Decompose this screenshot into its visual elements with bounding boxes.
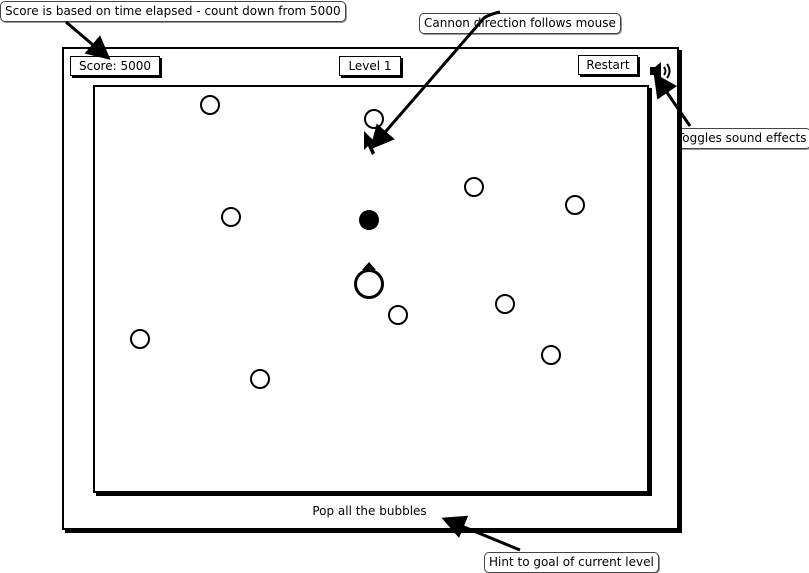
bubble xyxy=(565,195,585,215)
level-display: Level 1 xyxy=(339,56,401,76)
bubble xyxy=(221,207,241,227)
bubble xyxy=(388,305,408,325)
hint-annotation: Hint to goal of current level xyxy=(484,552,659,573)
bubble xyxy=(130,329,150,349)
level-hint: Pop all the bubbles xyxy=(312,504,427,518)
cannon[interactable] xyxy=(354,269,384,299)
bubble xyxy=(200,95,220,115)
speaker-icon[interactable] xyxy=(648,60,674,82)
restart-button[interactable]: Restart xyxy=(578,55,638,75)
bubble xyxy=(464,177,484,197)
score-display: Score: 5000 xyxy=(70,56,160,76)
cannon-annotation: Cannon direction follows mouse xyxy=(419,13,621,34)
cannonball xyxy=(359,210,379,230)
bubble xyxy=(364,109,384,129)
bubble xyxy=(250,369,270,389)
bubble xyxy=(541,345,561,365)
bubble xyxy=(495,294,515,314)
score-annotation: Score is based on time elapsed - count d… xyxy=(0,1,346,22)
sound-annotation: Toggles sound effects xyxy=(672,128,809,149)
